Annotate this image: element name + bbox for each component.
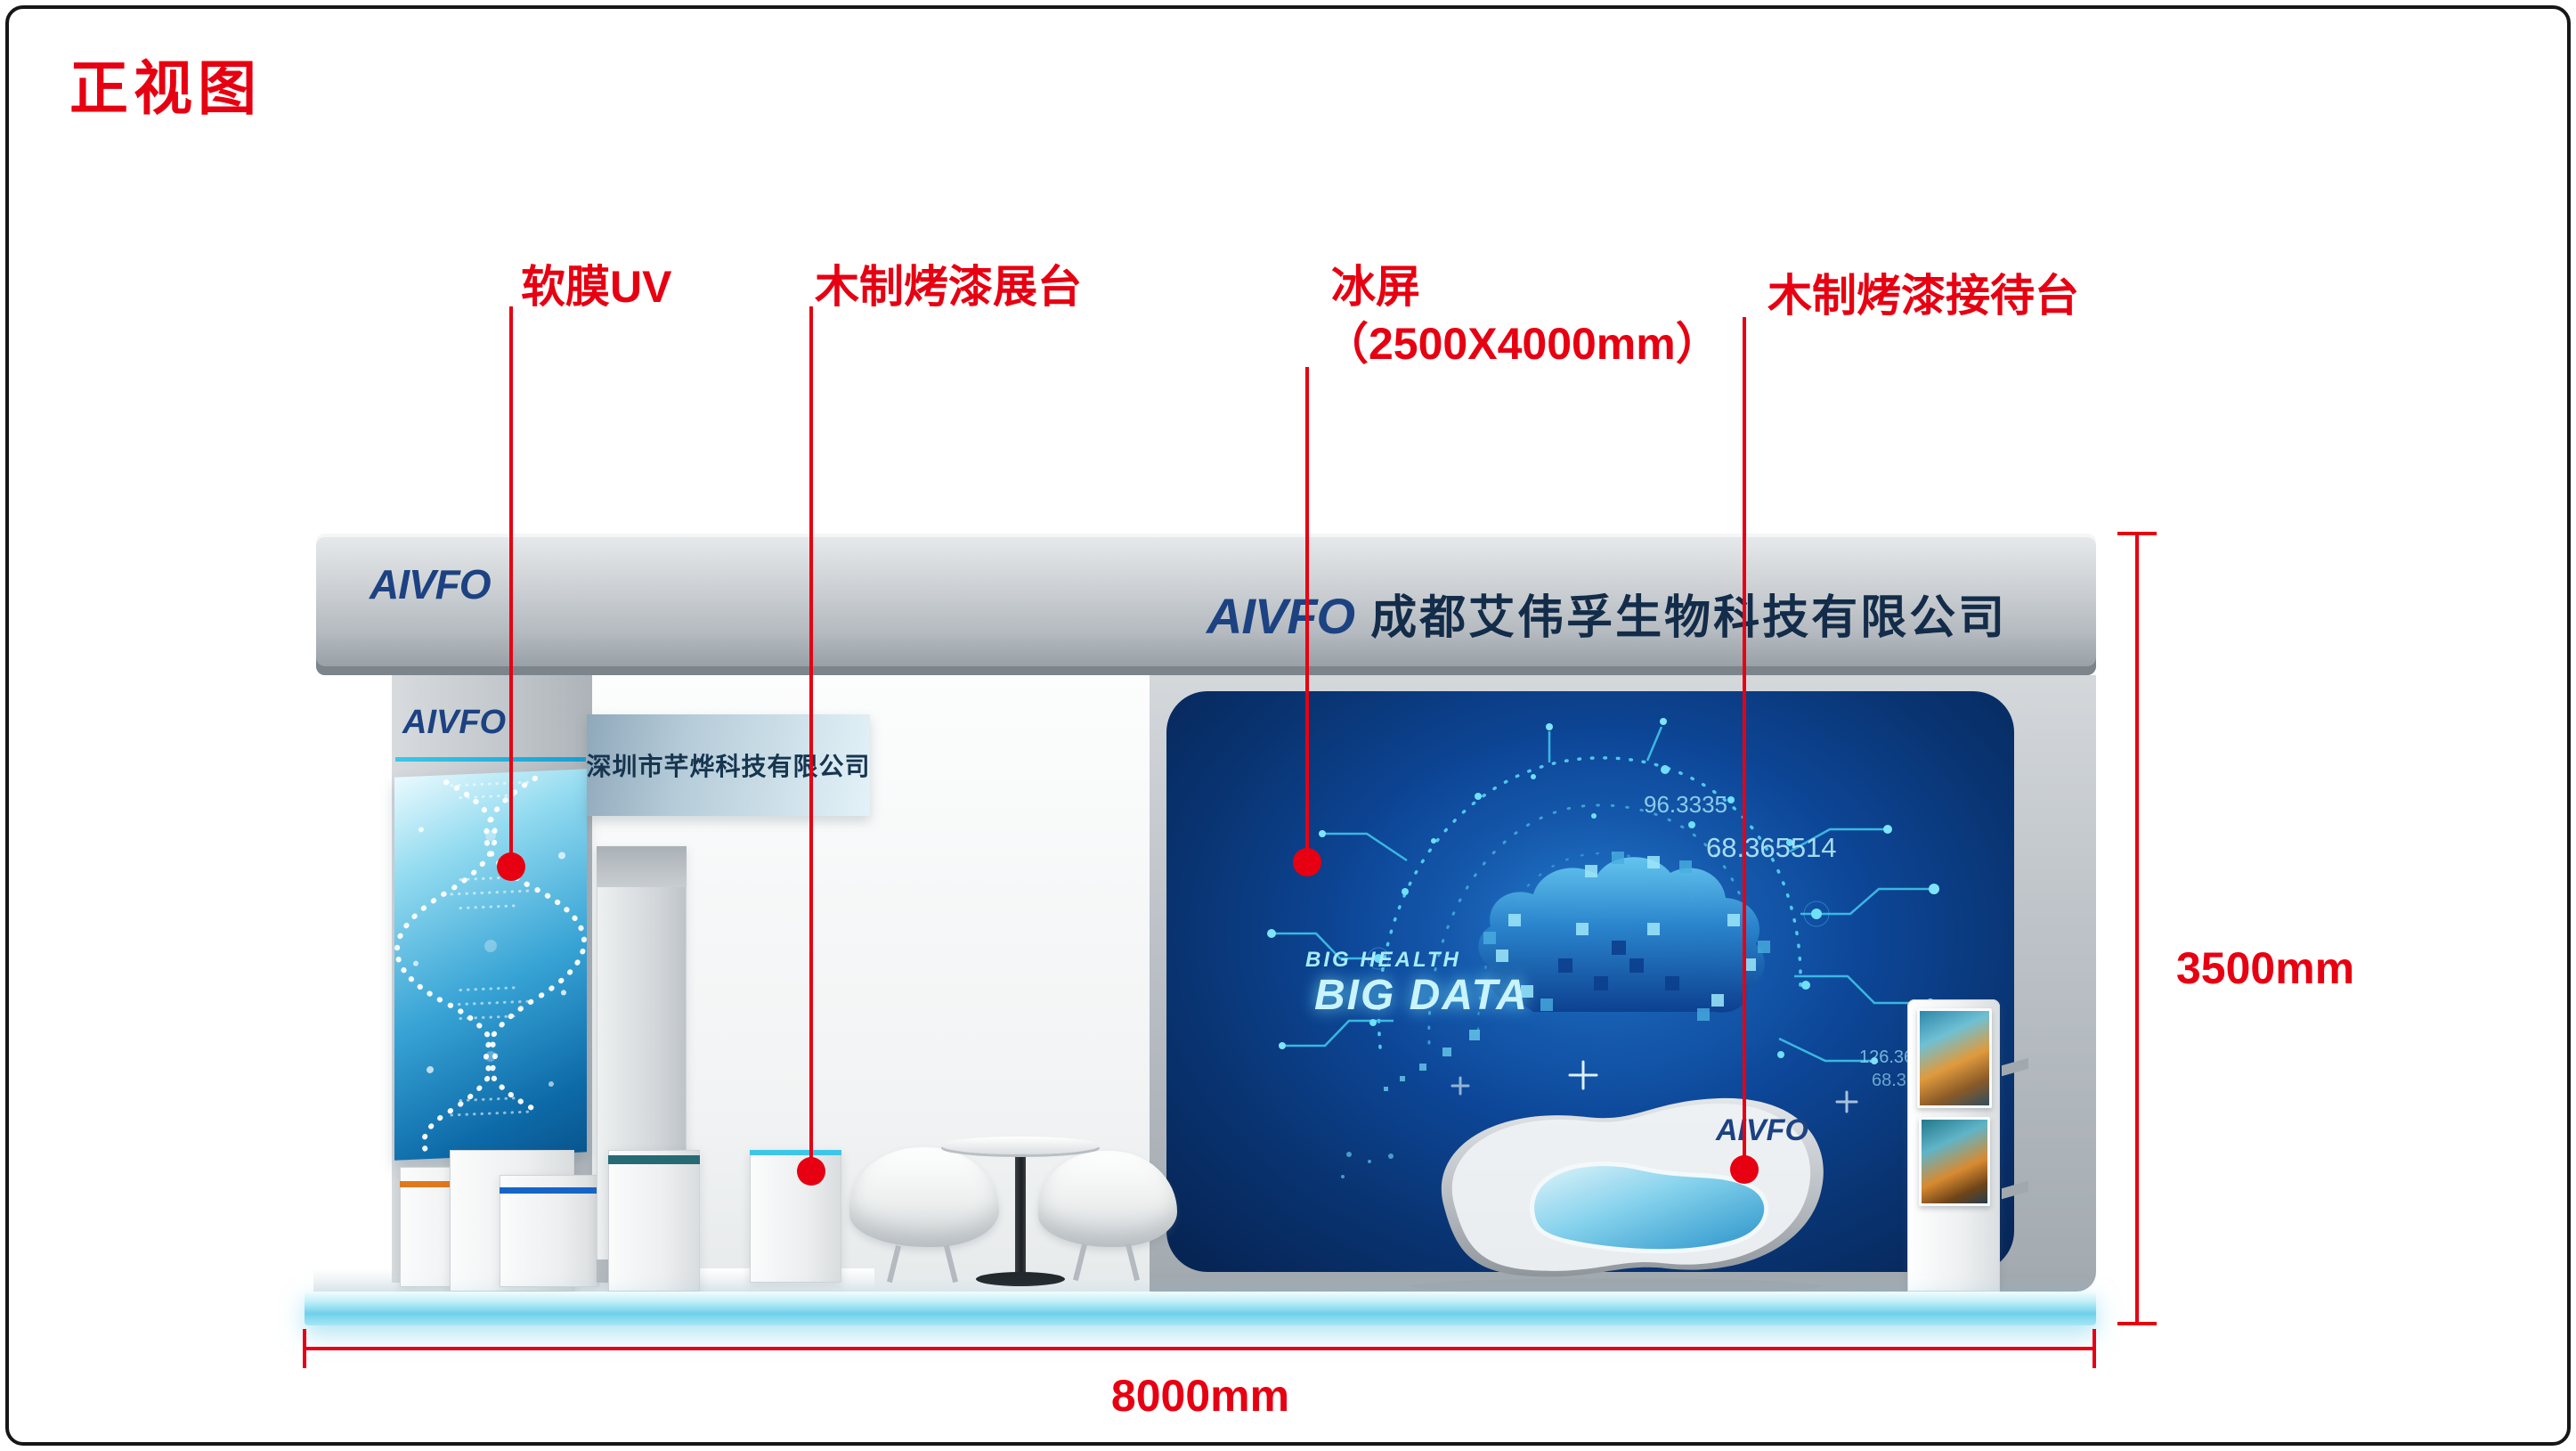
chair-leg	[943, 1244, 958, 1284]
dimension-tick	[2117, 1322, 2157, 1325]
callout-label: 软膜UV	[521, 262, 672, 312]
chair	[1038, 1151, 1177, 1282]
soft-film-uv-panel	[394, 769, 587, 1161]
chair-leg	[1072, 1243, 1087, 1282]
chair-leg	[1125, 1243, 1140, 1282]
brochure-cover	[1917, 1008, 1992, 1108]
page-title: 正视图	[69, 55, 262, 121]
table-stem	[1015, 1151, 1026, 1276]
pedestal-accent-stripe	[608, 1155, 700, 1164]
glowing-base-platform	[305, 1292, 2096, 1325]
beam-company-group: AIVFO 成都艾伟孚生物科技有限公司	[1207, 580, 2007, 647]
brochure-stand	[1907, 999, 2000, 1292]
header-beam: AIVFO AIVFO 成都艾伟孚生物科技有限公司	[316, 534, 2096, 675]
left-column-accent-line	[395, 757, 586, 762]
dna-helix-graphic	[394, 775, 587, 1160]
width-dimension-label: 8000mm	[1110, 1371, 1290, 1421]
table-top	[941, 1137, 1100, 1154]
brochure-cover	[1919, 1117, 1990, 1206]
screen-readout: 96.3335	[1644, 791, 1727, 818]
hanging-sign: 深圳市芊烨科技有限公司	[587, 714, 870, 816]
dimension-tick	[303, 1329, 306, 1368]
pedestal-accent-stripe	[500, 1187, 599, 1194]
wooden-display-stand	[750, 1150, 841, 1283]
beam-company-name: 成都艾伟孚生物科技有限公司	[1370, 592, 2008, 644]
dimension-tick	[2092, 1329, 2096, 1368]
table-base	[976, 1272, 1065, 1286]
chair-shell	[1038, 1151, 1177, 1248]
left-column-logo: AIVFO	[402, 704, 507, 741]
callout-label: 冰屏	[1331, 262, 1420, 312]
callout-dot	[1293, 848, 1321, 876]
callout-dot	[797, 1157, 825, 1186]
callout-leader-line	[1743, 317, 1746, 1170]
screen-readout: 68.36	[1872, 1071, 1917, 1090]
pedestal-accent-stripe	[750, 1150, 841, 1155]
callout-label: 木制烤漆展台	[815, 262, 1082, 312]
desk-logo: AIVFO	[1716, 1113, 1808, 1147]
dimension-tick	[2117, 532, 2157, 535]
screen-readout: 68.365514	[1706, 832, 1837, 863]
height-dimension-line	[2135, 534, 2139, 1325]
callout-leader-line	[809, 306, 813, 1171]
chair-leg	[887, 1244, 902, 1284]
display-pedestal	[608, 1150, 700, 1292]
pillar-cap	[597, 846, 687, 887]
hanging-sign-text: 深圳市芊烨科技有限公司	[586, 753, 871, 780]
brain-circuit-graphic	[1267, 718, 1939, 1178]
screen-tagline-large: BIG DATA	[1314, 972, 1529, 1019]
callout-dot	[497, 852, 525, 881]
beam-logo-left: AIVFO	[370, 561, 492, 607]
callout-leader-line	[509, 306, 513, 867]
chair	[849, 1147, 999, 1284]
display-pedestal	[500, 1175, 599, 1287]
height-dimension-label: 3500mm	[2176, 943, 2355, 993]
callout-label: 木制烤漆接待台	[1767, 271, 2079, 321]
callout-leader-line	[1305, 367, 1309, 862]
callout-dot	[1730, 1155, 1759, 1184]
screen-tagline-small: BIG HEALTH	[1305, 948, 1461, 972]
reception-desk: AIVFO	[1383, 1069, 1850, 1296]
reception-desk-shape	[1411, 1097, 1824, 1294]
width-dimension-line	[305, 1347, 2096, 1350]
chair-shell	[849, 1147, 999, 1248]
callout-label-size: （2500X4000mm）	[1324, 319, 1720, 369]
beam-logo-right: AIVFO	[1207, 588, 1355, 644]
